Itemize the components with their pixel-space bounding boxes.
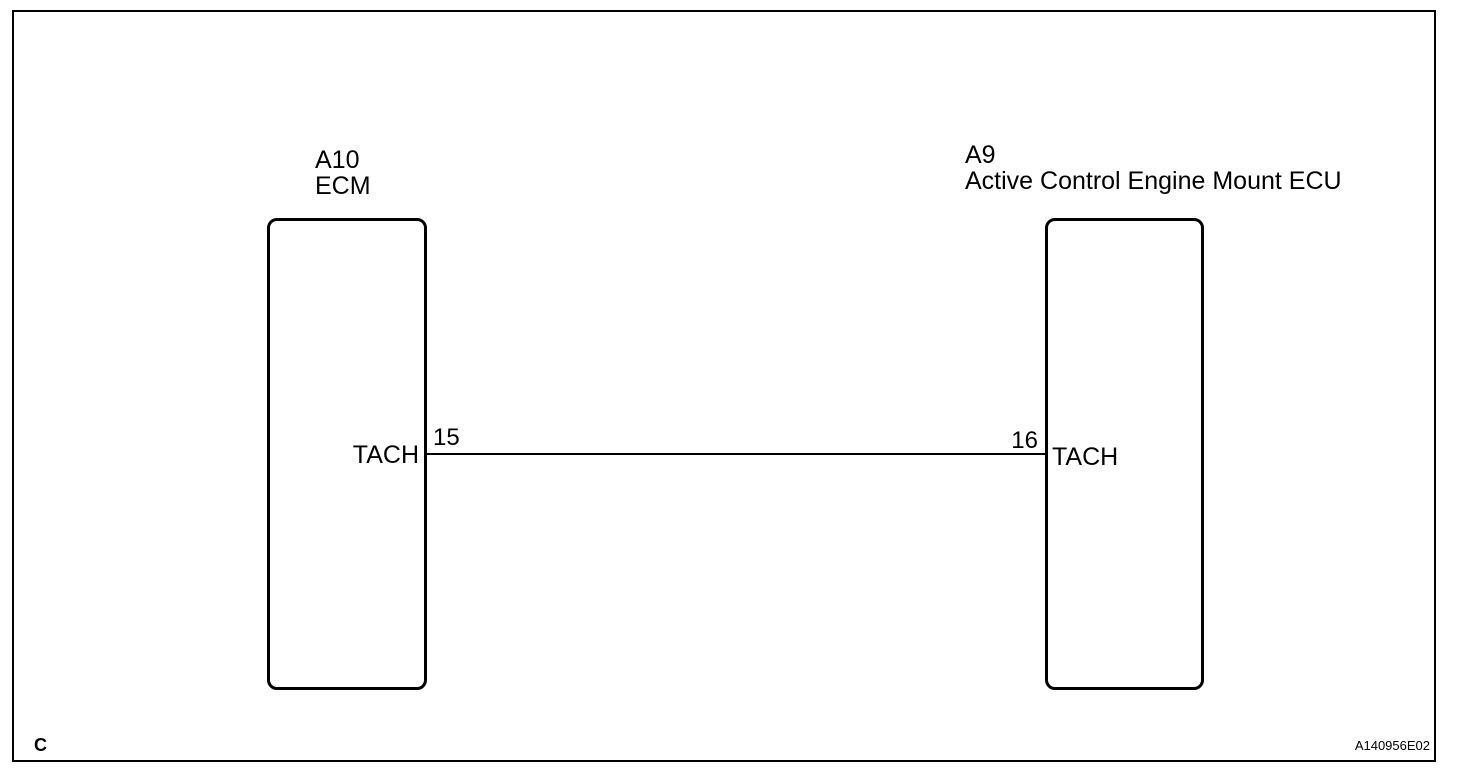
- ecm-terminal-name: TACH: [352, 441, 419, 469]
- image-id: A140956E02: [1354, 738, 1430, 753]
- engine-mount-ecu-component-name: Active Control Engine Mount ECU: [965, 167, 1342, 195]
- engine-mount-ecu-terminal-pin: 16: [1011, 427, 1038, 454]
- ecm-terminal-pin: 15: [433, 424, 460, 451]
- diagram-frame: [12, 10, 1436, 762]
- ecm-connector-code: A10: [315, 146, 360, 174]
- engine-mount-ecu-connector-code: A9: [965, 141, 996, 169]
- section-code: C: [34, 735, 47, 755]
- ecm-component-name: ECM: [315, 172, 371, 200]
- engine-mount-ecu-terminal-name: TACH: [1052, 443, 1119, 471]
- ecm-component-box: [267, 218, 427, 690]
- engine-mount-ecu-component-box: [1045, 218, 1204, 690]
